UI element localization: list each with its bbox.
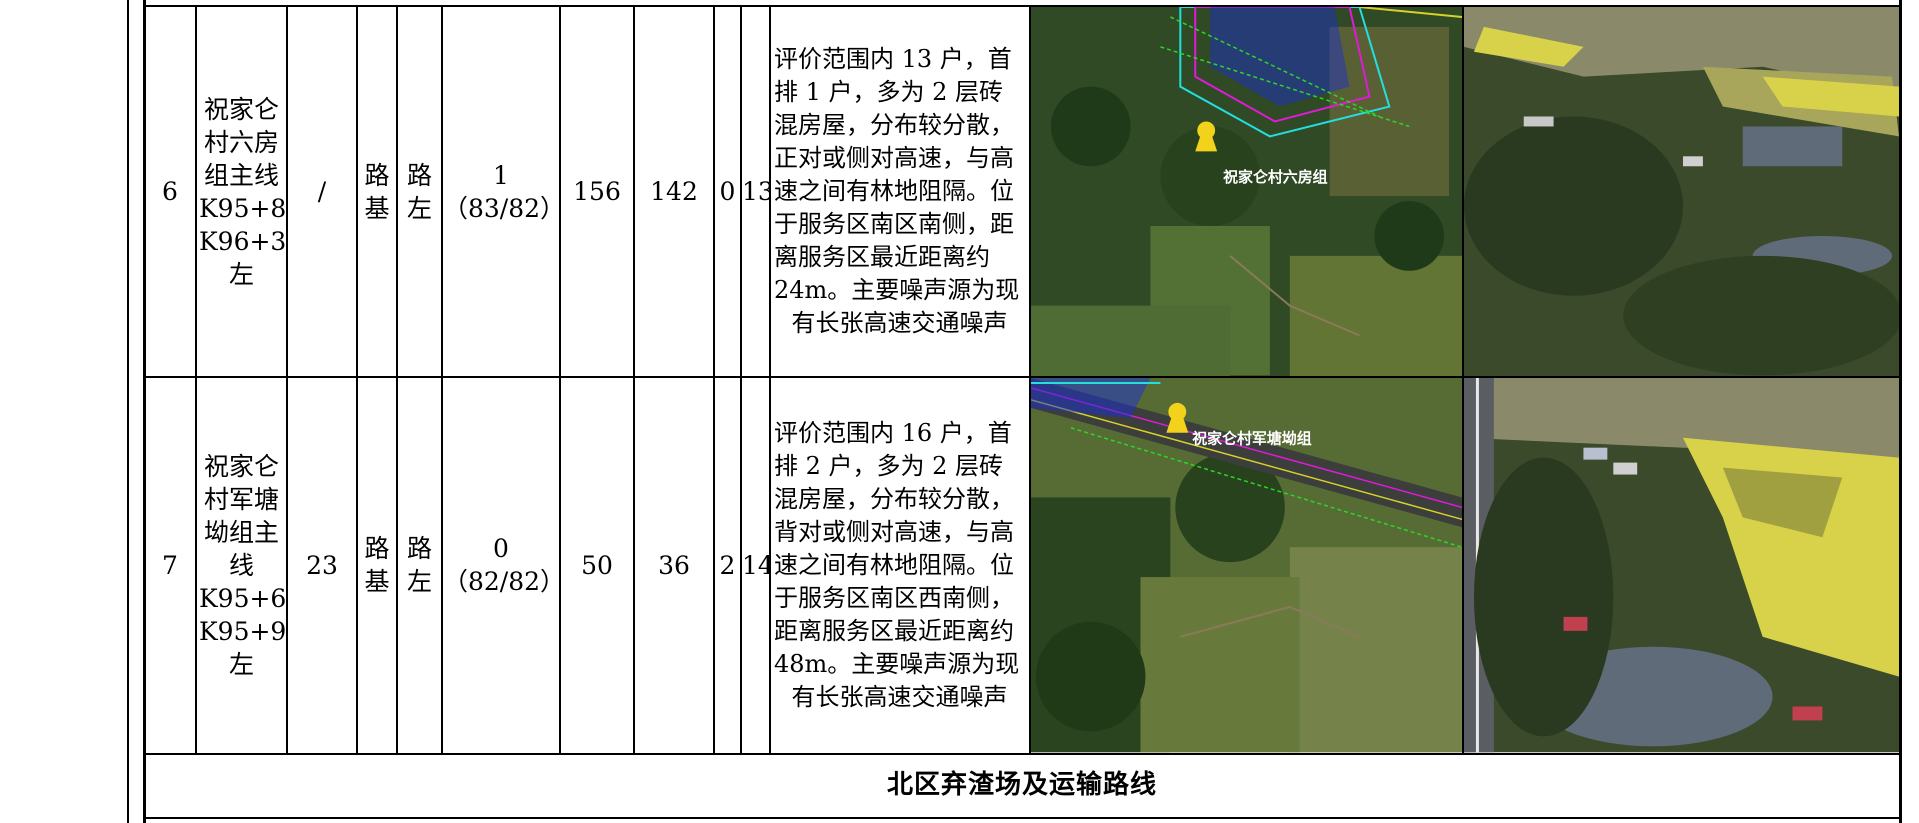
distance-cell: / [286,4,358,379]
receptor-description: 评价范围内 16 户，首排 2 户，多为 2 层砖混房屋，分布较分散，背对或侧对… [769,376,1031,755]
outer-border-right [1899,0,1902,823]
count-cell: 2 [713,376,742,755]
height-cell: 1 （83/82） [441,4,561,379]
height-value: 1 [493,160,509,190]
count-cell: 13 [740,4,771,379]
section-row: 北区弃渣场及运输路线 [143,752,1901,819]
side-cell: 路左 [396,376,443,755]
aerial-photo [1462,376,1901,755]
aerial-photo [1462,4,1901,379]
receptor-table: 6 祝家仑村六房组主线K95+836-K96+335左 / 路基 路左 1 （8… [143,4,1901,819]
count-cell: 36 [633,376,715,755]
row-number: 6 [143,4,197,379]
count-cell: 142 [633,4,715,379]
table-row: 7 祝家仑村军塘坳组主线K95+627-K95+933左 23 路基 路左 0 … [143,376,1901,755]
count-cell: 14 [740,376,771,755]
section-type-cell: 路基 [356,376,398,755]
count-cell: 156 [559,4,635,379]
height-elevation: （82/82） [443,567,560,597]
map-pin-label: 祝家仑村军塘坳组 [1192,430,1311,448]
section-type-cell: 路基 [356,4,398,379]
section-title: 北区弃渣场及运输路线 [143,752,1901,819]
height-cell: 0 （82/82） [441,376,561,755]
side-cell: 路左 [396,4,443,379]
height-value: 0 [493,534,509,564]
satellite-map-image: 祝家仑村六房组 [1029,4,1464,379]
table-row: 6 祝家仑村六房组主线K95+836-K96+335左 / 路基 路左 1 （8… [143,4,1901,379]
height-elevation: （83/82） [443,193,560,223]
distance-cell: 23 [286,376,358,755]
outer-border-left [127,0,129,823]
receptor-description: 评价范围内 13 户，首排 1 户，多为 2 层砖混房屋，分布较分散，正对或侧对… [769,4,1031,379]
receptor-location: 祝家仑村军塘坳组主线K95+627-K95+933左 [195,376,288,755]
row-number: 7 [143,376,197,755]
satellite-map-image: 祝家仑村军塘坳组 [1029,376,1464,755]
map-pin-label: 祝家仑村六房组 [1223,168,1328,186]
receptor-location: 祝家仑村六房组主线K95+836-K96+335左 [195,4,288,379]
count-cell: 50 [559,376,635,755]
count-cell: 0 [713,4,742,379]
